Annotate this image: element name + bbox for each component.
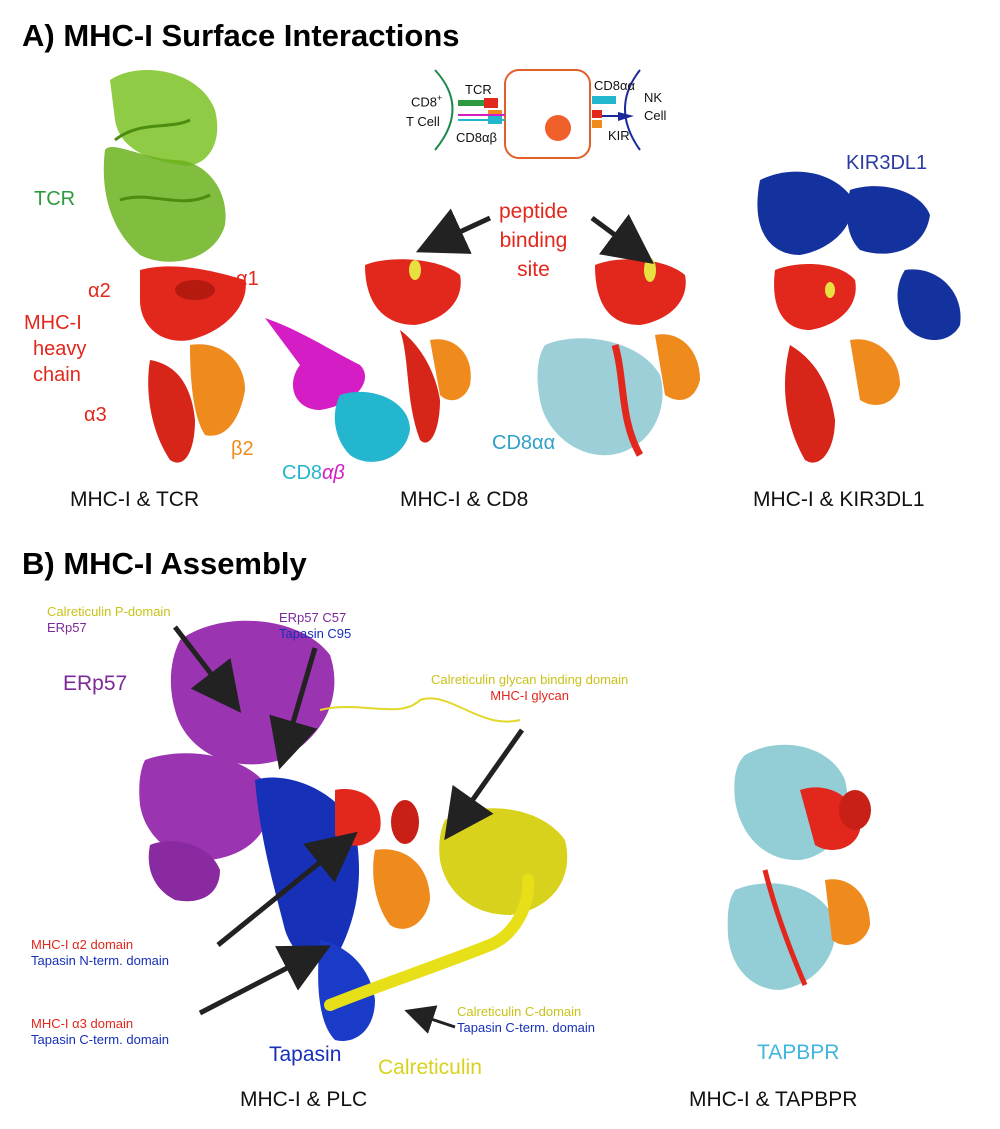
tcr-bar	[458, 100, 484, 106]
arrow-alpha3-domain	[198, 945, 331, 1016]
kir3dl1-label: KIR3DL1	[846, 152, 928, 174]
erp57-label: ERp57	[63, 672, 128, 695]
annotation-crt-p-domain: Calreticulin P-domain ERp57	[47, 604, 171, 635]
annotation-crt-glycan: Calreticulin glycan binding domain MHC-I…	[431, 672, 629, 703]
structure-mhc-kir	[757, 171, 961, 463]
structure-tapbpr	[727, 744, 871, 990]
caption-mhc-kir: MHC-I & KIR3DL1	[753, 488, 925, 511]
cd8ab-label: CD8αβ	[282, 462, 345, 484]
target-cell	[504, 69, 591, 159]
structure-mhc-cd8ab	[265, 259, 471, 462]
tcr-label: TCR	[34, 188, 76, 210]
annotation-alpha3-domain: MHC-I α3 domain Tapasin C-term. domain	[31, 1016, 169, 1047]
structure-mhc-tcr	[103, 70, 246, 463]
inset-cd8-label: CD8+	[411, 93, 443, 110]
arrow-crt-p-domain	[173, 625, 242, 713]
heavy-chain-label: MHC-I heavy chain	[24, 312, 87, 386]
inset-cd8ab-label: CD8αβ	[456, 130, 497, 145]
annotation-crt-c-domain: Calreticulin C-domain Tapasin C-term. do…	[457, 1004, 595, 1035]
tapbpr-label: TAPBPR	[757, 1041, 840, 1064]
inset-nk-label: NK	[644, 90, 663, 105]
cell-diagram	[434, 69, 641, 159]
annotation-alpha2-domain: MHC-I α2 domain Tapasin N-term. domain	[31, 937, 169, 968]
section-b-title: B) MHC-I Assembly	[22, 546, 307, 581]
beta2-label: β2	[231, 438, 254, 460]
alpha3-label: α3	[84, 404, 107, 426]
inset-nk-cell-label: Cell	[644, 108, 667, 123]
alpha1-label: α1	[236, 268, 259, 290]
annotation-erp57-c57: ERp57 C57 Tapasin C95	[279, 610, 352, 641]
inset-cd8aa-label: CD8αα	[594, 78, 636, 93]
peptide-binding-site-label: peptide binding site	[499, 200, 568, 281]
caption-mhc-tcr: MHC-I & TCR	[70, 488, 200, 511]
cd8aa-label: CD8αα	[492, 432, 556, 454]
caption-mhc-tapbpr: MHC-I & TAPBPR	[689, 1088, 858, 1111]
alpha2-label: α2	[88, 280, 111, 302]
cd8aa-bar	[592, 96, 616, 104]
structure-mhc-cd8aa	[537, 258, 700, 457]
arrow-crt-glycan	[444, 728, 525, 841]
caption-mhc-plc: MHC-I & PLC	[240, 1088, 368, 1111]
nk-membrane	[624, 69, 641, 151]
arrow-erp57-c57	[269, 647, 318, 770]
arrow-alpha2-domain	[216, 831, 358, 947]
inset-kir-label: KIR	[608, 128, 630, 143]
cell-nucleus	[545, 115, 571, 141]
arrow-crt-c-domain	[404, 1005, 456, 1034]
tcell-membrane	[434, 69, 454, 151]
caption-mhc-cd8: MHC-I & CD8	[400, 488, 529, 511]
calreticulin-label: Calreticulin	[378, 1056, 482, 1079]
peptide-arrow-left	[415, 208, 492, 254]
peptide-arrow-right	[590, 214, 655, 264]
inset-tcr-label: TCR	[465, 82, 492, 97]
section-a-title: A) MHC-I Surface Interactions	[22, 18, 460, 53]
tapasin-label: Tapasin	[269, 1043, 342, 1066]
inset-tcell-label: T Cell	[406, 114, 440, 129]
